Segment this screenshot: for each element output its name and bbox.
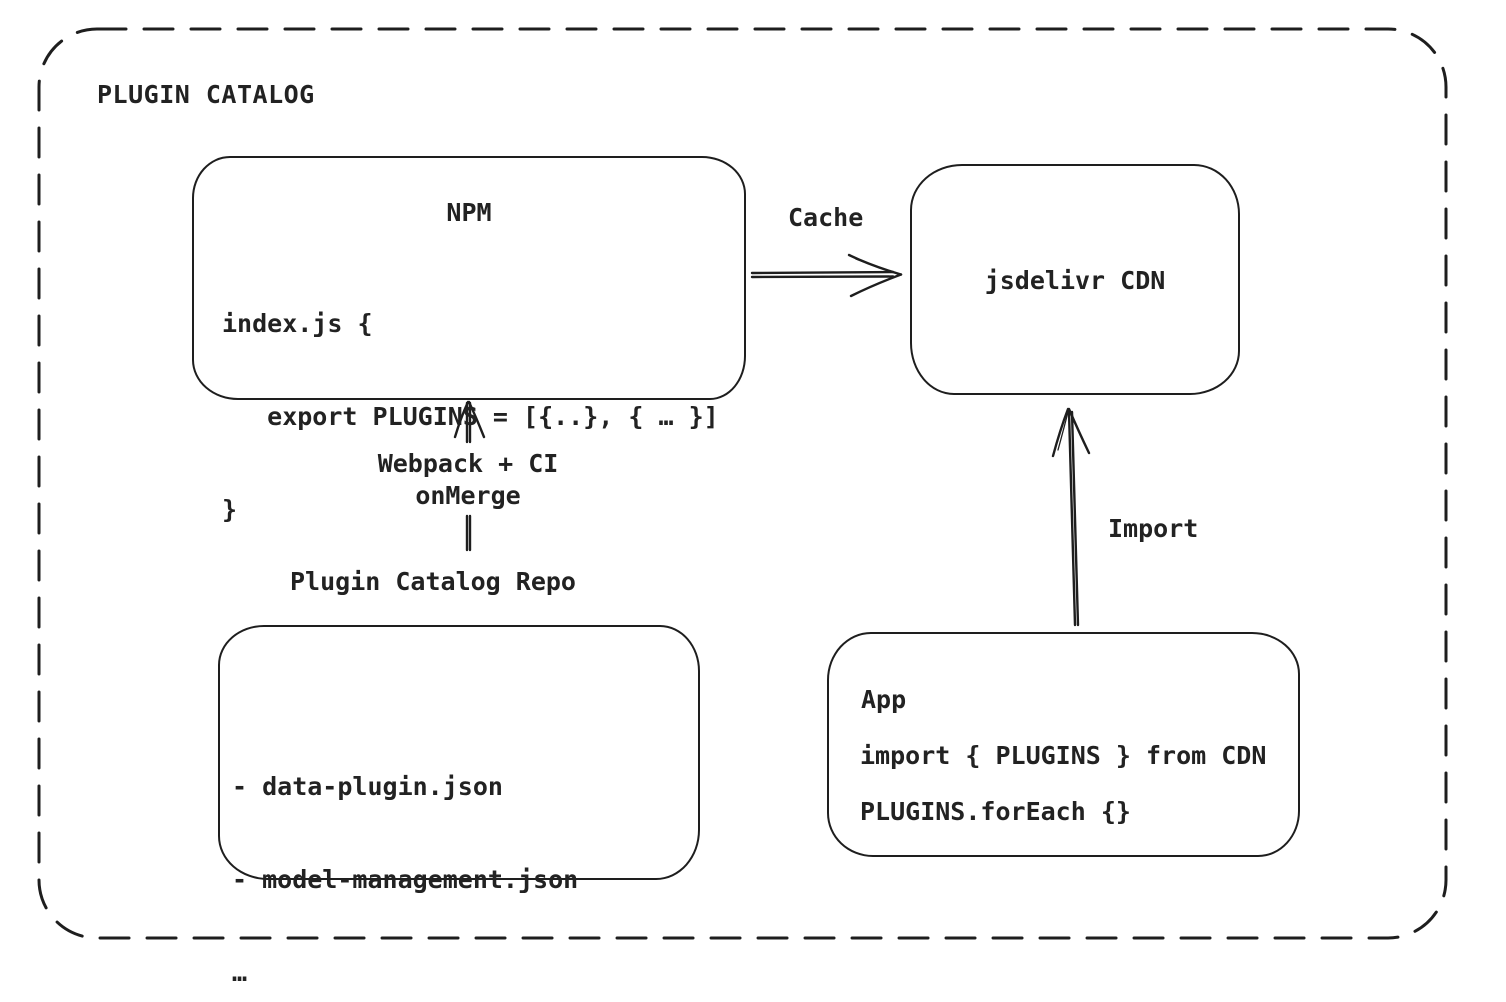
cache-arrow — [750, 253, 903, 298]
npm-node-title: NPM — [446, 198, 492, 227]
app-code-line-import: import { PLUGINS } from CDN — [860, 741, 1267, 770]
build-arrow-label-line1: Webpack + CI — [377, 449, 559, 478]
repo-node — [218, 625, 700, 880]
catalog-boundary-dashed-border — [37, 27, 1448, 940]
import-arrow-label: Import — [1108, 514, 1199, 543]
npm-code-line: index.js { — [222, 309, 373, 338]
cdn-node — [910, 164, 1240, 395]
repo-file-item: - model-management.json — [232, 865, 579, 894]
app-code-line-foreach: PLUGINS.forEach {} — [860, 797, 1131, 826]
cdn-node-title: jsdelivr CDN — [984, 266, 1166, 295]
npm-node — [192, 156, 746, 400]
build-arrow — [453, 400, 486, 552]
import-arrow — [1051, 407, 1091, 627]
repo-node-title: Plugin Catalog Repo — [290, 567, 576, 596]
cache-arrow-label: Cache — [788, 203, 864, 232]
app-node — [827, 632, 1300, 857]
diagram-title: PLUGIN CATALOG — [97, 80, 315, 109]
npm-code-snippet: index.js { export PLUGINS = [{..}, { … }… — [222, 247, 719, 586]
app-node-title: App — [861, 685, 907, 714]
repo-file-item: … — [232, 958, 248, 987]
repo-file-list: - data-plugin.json - model-management.js… — [232, 710, 578, 1002]
build-arrow-label-line2: onMerge — [415, 481, 521, 510]
npm-code-line: export PLUGINS = [{..}, { … }] — [222, 402, 719, 431]
npm-code-line: } — [222, 495, 238, 524]
repo-file-item: - data-plugin.json — [232, 772, 503, 801]
